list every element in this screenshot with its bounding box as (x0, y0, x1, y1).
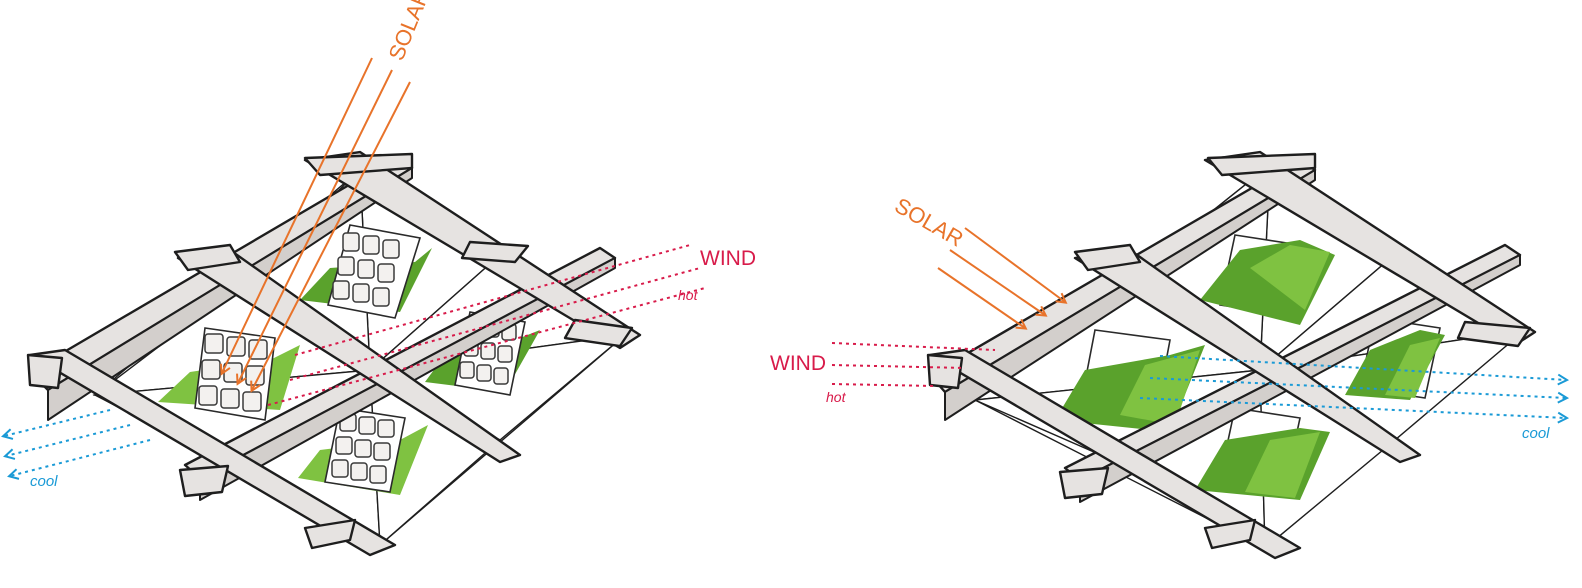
left-wind-lines (267, 244, 706, 406)
right-hot-label: hot (826, 389, 847, 405)
left-solar-panel-top (326, 224, 422, 319)
right-green-roof (1055, 240, 1445, 500)
left-solar-panel-left (194, 327, 276, 421)
left-solar-label: SOLAR (383, 0, 434, 64)
left-cool-lines (4, 409, 151, 476)
right-wind-label: WIND (770, 352, 826, 375)
right-solar-rays (937, 227, 1065, 328)
right-cool-label: cool (1522, 425, 1550, 442)
left-beams (26, 150, 642, 557)
right-cool-lines (1139, 355, 1566, 418)
left-hot-label: hot (678, 287, 699, 303)
right-wind-lines (831, 342, 996, 387)
right-assembly: SOLAR WIND hot cool (770, 150, 1566, 560)
left-cool-label: cool (30, 473, 58, 490)
left-assembly: SOLAR WIND hot cool (4, 0, 756, 557)
right-solar-label: SOLAR (891, 193, 968, 252)
right-beams (926, 150, 1537, 560)
left-solar-rays (222, 57, 411, 390)
left-wind-label: WIND (700, 247, 756, 270)
